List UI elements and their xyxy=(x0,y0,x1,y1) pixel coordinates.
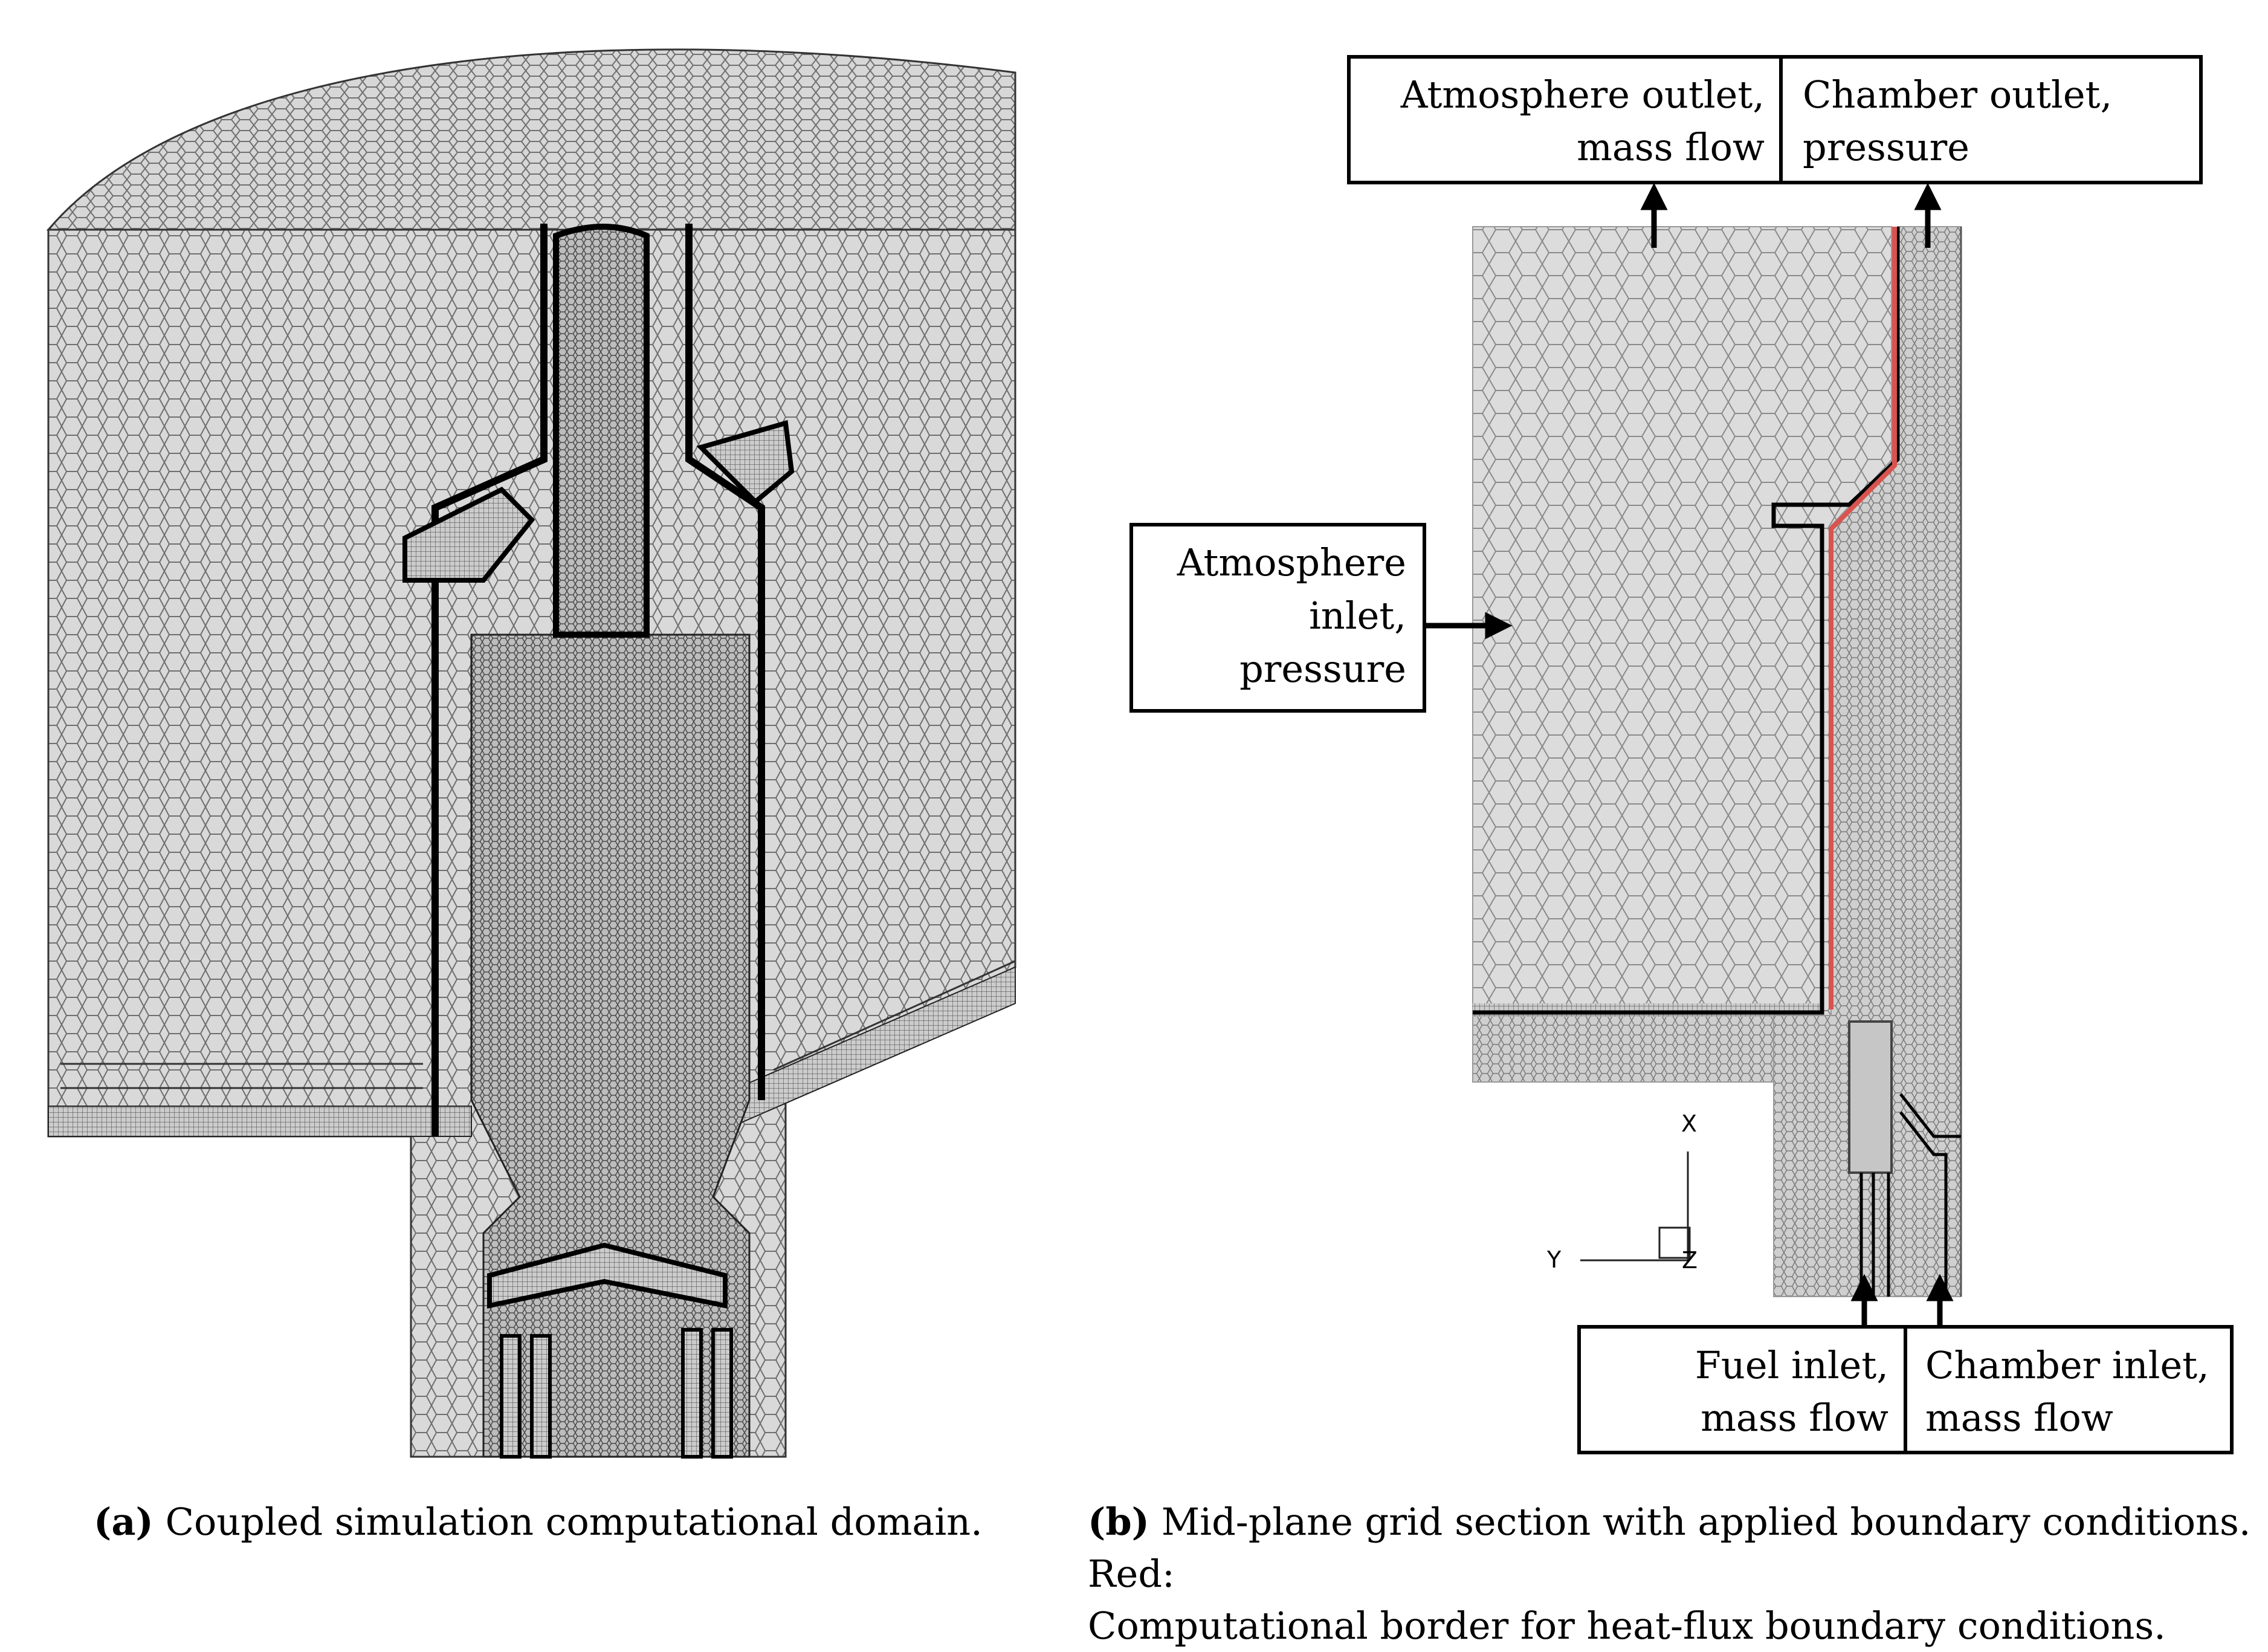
domain-top-surface xyxy=(46,48,1016,231)
caption-a-tag: (a) xyxy=(94,1500,153,1544)
chamber-outlet-line1: Chamber outlet, xyxy=(1803,73,2112,117)
inlet-channel-right-2 xyxy=(711,1328,733,1459)
caption-a: (a) Coupled simulation computational dom… xyxy=(94,1496,983,1548)
caption-b-line2: Computational border for heat-flux bound… xyxy=(1088,1604,2166,1648)
chamber-wall-left xyxy=(431,224,548,1136)
inlet-channel-left-2 xyxy=(530,1334,552,1459)
triad-z-box xyxy=(1658,1226,1691,1259)
collar-right xyxy=(696,419,795,505)
label-atmosphere-inlet: Atmosphere inlet, pressure xyxy=(1129,523,1426,713)
inlet-channel-left-1 xyxy=(500,1334,522,1459)
label-atmosphere-outlet: Atmosphere outlet, mass flow xyxy=(1347,55,1783,184)
chamber-wall-right xyxy=(685,224,765,1100)
atmosphere-inlet-line3: pressure xyxy=(1239,647,1406,691)
chamber-outlet-line2: pressure xyxy=(1803,125,1969,169)
caption-a-text: Coupled simulation computational domain. xyxy=(165,1500,983,1544)
triad-x-label: X xyxy=(1681,1110,1697,1137)
label-fuel-inlet: Fuel inlet, mass flow xyxy=(1577,1325,1907,1454)
domain-base-slab xyxy=(48,1106,472,1137)
atmosphere-inlet-line2: inlet, xyxy=(1309,594,1406,638)
atmosphere-prism-band xyxy=(1473,1003,1823,1017)
caption-b-line1-row: (b) Mid-plane grid section with applied … xyxy=(1088,1496,2268,1600)
boundary-arrows xyxy=(1426,183,1954,1327)
prism-layer-line-right xyxy=(773,960,1016,1071)
panel-b-mid-plane xyxy=(1472,226,1962,1297)
injector-upper-column xyxy=(553,224,650,638)
injector-insert xyxy=(1848,1020,1893,1174)
chamber-inlet-line2: mass flow xyxy=(1925,1396,2113,1440)
caption-b-tag: (b) xyxy=(1088,1500,1150,1544)
coordinate-triad: X Y Z xyxy=(1546,1110,1698,1274)
triad-z-label: Z xyxy=(1682,1247,1698,1274)
panel-a-mesh-domain xyxy=(46,48,1016,1459)
bottom-channels xyxy=(1859,1093,1961,1297)
injector-core-dense-mesh xyxy=(470,633,751,1458)
triad-y-label: Y xyxy=(1546,1246,1562,1273)
label-chamber-inlet: Chamber inlet, mass flow xyxy=(1904,1325,2234,1454)
atmosphere-inlet-line1: Atmosphere xyxy=(1177,540,1406,585)
chamber-inlet-line1: Chamber inlet, xyxy=(1925,1343,2209,1387)
section-wall-outline xyxy=(1473,227,1900,1015)
atmosphere-outlet-line1: Atmosphere outlet, xyxy=(1400,73,1765,117)
figure-canvas: Atmosphere outlet, mass flow Chamber out… xyxy=(46,48,2234,1459)
caption-b: (b) Mid-plane grid section with applied … xyxy=(1088,1496,2268,1652)
heat-flux-border xyxy=(1829,227,1897,1009)
collar-left xyxy=(402,487,535,583)
inlet-channel-right-1 xyxy=(681,1328,703,1459)
fuel-inlet-line1: Fuel inlet, xyxy=(1695,1343,1888,1387)
caption-b-line1: Mid-plane grid section with applied boun… xyxy=(1088,1500,2251,1596)
fuel-inlet-line2: mass flow xyxy=(1701,1396,1888,1440)
label-chamber-outlet: Chamber outlet, pressure xyxy=(1779,55,2203,184)
bottom-bowl-passage xyxy=(487,1242,728,1309)
atmosphere-outlet-line2: mass flow xyxy=(1577,125,1765,169)
